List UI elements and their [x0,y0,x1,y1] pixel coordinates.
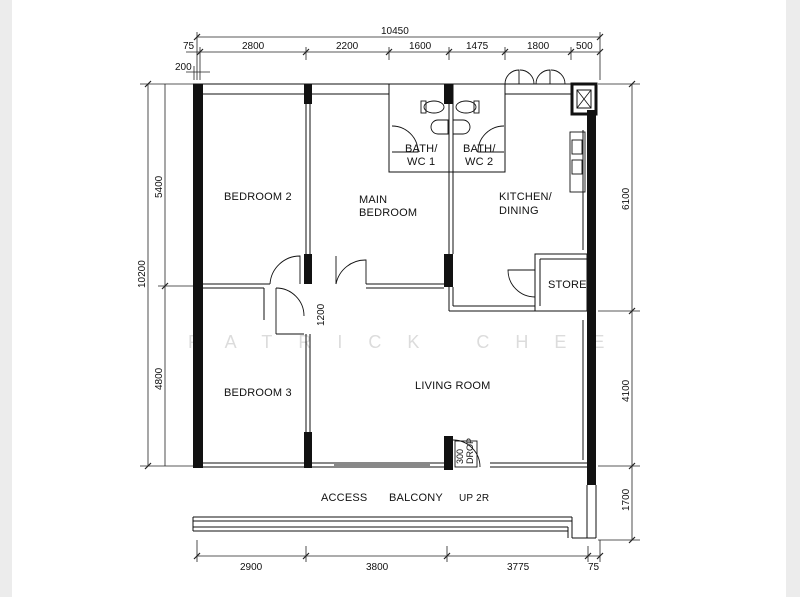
dim-200: 200 [175,62,192,73]
label-kitchen-1: KITCHEN/ [499,191,553,203]
dim-top-2: 2800 [242,41,265,52]
dim-left-upper: 5400 [154,175,165,198]
dim-top-7: 500 [576,41,593,52]
label-store: STORE [548,279,587,291]
dim-right-2: 4100 [621,379,632,402]
kitchen-counter [569,131,586,193]
dim-bottom-4: 75 [588,562,600,573]
door-swings [269,255,536,468]
dim-top-3: 2200 [336,41,359,52]
left-margin [0,0,12,597]
dim-right-1: 6100 [621,187,632,210]
dimension-lines [140,32,640,562]
dim-door-1200: 1200 [316,303,327,326]
dim-bottom-3: 3775 [507,562,530,573]
dim-bottom-1: 2900 [240,562,263,573]
dim-left-total: 10200 [137,260,148,288]
label-access: ACCESS [321,492,367,504]
label-drop-300: 300 [455,449,465,464]
label-main-bedroom-1: MAIN [359,194,387,206]
dim-top-6: 1800 [527,41,550,52]
label-up-2r: UP 2R [459,493,489,504]
label-bath-1b: WC 1 [407,156,435,168]
right-margin [786,0,800,597]
label-living-room: LIVING ROOM [415,380,491,392]
dim-top-1: 75 [183,41,195,52]
dimension-ticks [144,33,636,560]
watermark: PATRICK CHEE [188,332,630,352]
dim-right-3: 1700 [621,488,632,511]
label-bedroom-2: BEDROOM 2 [224,191,292,203]
kitchen-door-swings [504,69,566,85]
label-bath-1a: BATH/ [405,143,438,155]
walls-thin [192,83,597,539]
dim-overall-width: 10450 [381,26,409,37]
dim-bottom-2: 3800 [366,562,389,573]
label-bath-2a: BATH/ [463,143,496,155]
bath-fixtures [391,100,505,153]
dim-top-4: 1600 [409,41,432,52]
chute-box [570,82,598,116]
dim-left-lower: 4800 [154,367,165,390]
label-main-bedroom-2: BEDROOM [359,207,417,219]
label-bedroom-3: BEDROOM 3 [224,387,292,399]
label-balcony: BALCONY [389,492,443,504]
label-bath-2b: WC 2 [465,156,493,168]
label-drop: DROP [465,438,475,464]
dim-top-5: 1475 [466,41,489,52]
label-kitchen-2: DINING [499,205,539,217]
